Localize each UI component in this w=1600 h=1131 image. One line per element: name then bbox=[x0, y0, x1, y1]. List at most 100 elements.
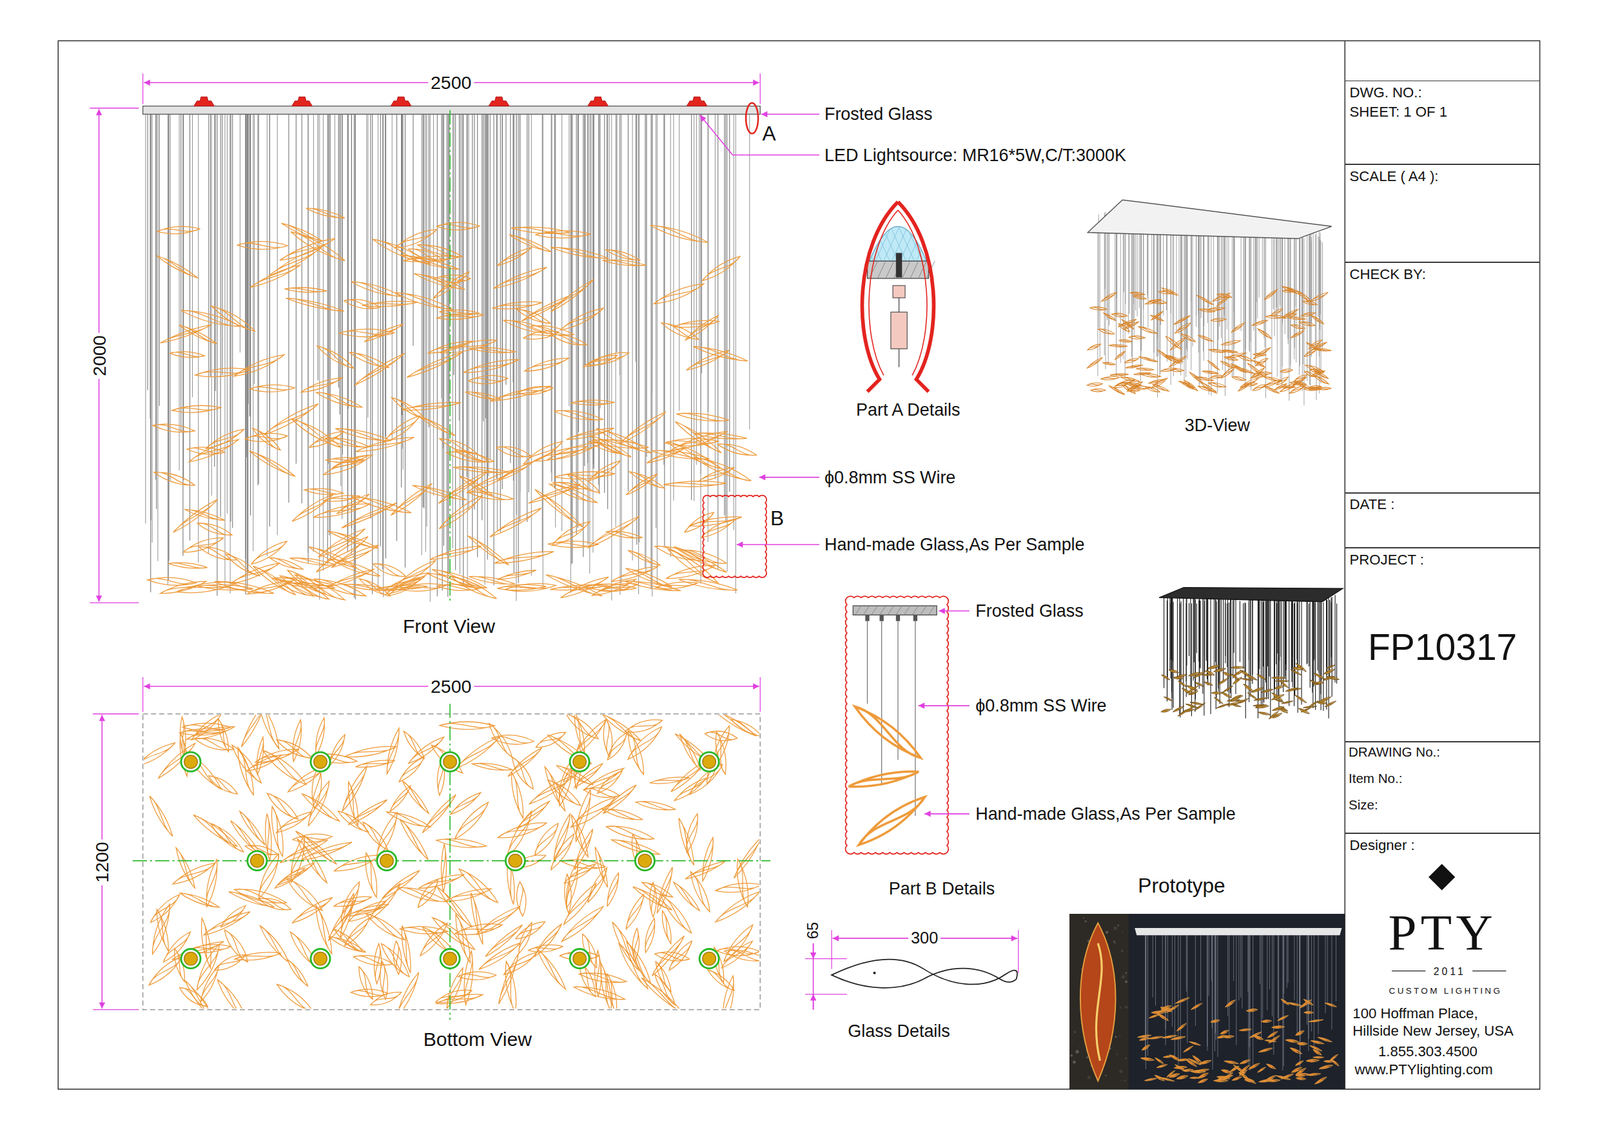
hand-made-glass-leaf bbox=[1295, 1059, 1305, 1067]
extension-line bbox=[760, 73, 761, 104]
hatch-line bbox=[928, 605, 935, 615]
ss-wire bbox=[1248, 229, 1250, 352]
hand-made-glass-leaf bbox=[1313, 1075, 1328, 1086]
hand-made-glass-leaf bbox=[1232, 1064, 1247, 1075]
ss-wire bbox=[1257, 233, 1258, 319]
ss-wire bbox=[384, 114, 386, 437]
hand-made-glass-leaf bbox=[439, 309, 479, 316]
hand-made-glass-leaf bbox=[1173, 676, 1184, 681]
texture-dot bbox=[1114, 1035, 1117, 1038]
hand-made-glass-leaf bbox=[1251, 319, 1269, 327]
hand-made-glass-leaf bbox=[1266, 1063, 1277, 1071]
hand-made-glass-leaf bbox=[595, 768, 625, 797]
cell-value: SHEET: 1 OF 1 bbox=[1349, 103, 1448, 120]
hand-made-glass-leaf bbox=[1148, 378, 1165, 385]
ss-wire bbox=[1306, 229, 1308, 381]
hand-made-glass-leaf bbox=[578, 970, 627, 986]
callout-text: LED Lightsource: MR16*5W,C/T:3000K bbox=[824, 145, 1127, 166]
hand-made-glass-leaf bbox=[496, 952, 521, 1006]
ss-wire bbox=[1298, 228, 1300, 375]
hand-made-glass-leaf bbox=[533, 728, 568, 752]
ss-wire bbox=[466, 114, 468, 478]
hand-made-glass-leaf bbox=[1135, 367, 1154, 371]
hand-made-glass-leaf bbox=[1303, 347, 1318, 359]
hand-made-glass-leaf bbox=[1197, 1078, 1209, 1085]
hand-made-glass-leaf bbox=[1257, 711, 1271, 717]
hand-made-glass-leaf bbox=[507, 771, 527, 820]
hand-made-glass-leaf bbox=[692, 453, 753, 485]
detail-b-marker bbox=[702, 495, 767, 578]
ss-wire bbox=[1315, 598, 1316, 710]
hatch-line bbox=[885, 261, 895, 279]
ss-wire bbox=[1135, 227, 1136, 311]
hand-made-glass-leaf bbox=[249, 384, 295, 393]
ss-wire bbox=[246, 114, 248, 590]
hand-made-glass-leaf bbox=[1306, 1072, 1321, 1077]
ss-wire bbox=[1197, 226, 1199, 314]
ss-wire bbox=[1295, 232, 1297, 307]
ss-wire bbox=[1242, 603, 1244, 670]
hatch-line bbox=[877, 261, 886, 279]
hand-made-glass-leaf bbox=[237, 809, 267, 847]
hand-made-glass-leaf bbox=[1289, 1046, 1303, 1056]
hand-made-glass-leaf bbox=[468, 346, 516, 354]
hand-made-glass-leaf bbox=[289, 555, 336, 568]
hand-made-glass-leaf bbox=[303, 487, 343, 497]
hand-made-glass-leaf bbox=[1108, 384, 1126, 396]
hand-made-glass-leaf bbox=[507, 232, 552, 254]
extension-line bbox=[805, 994, 848, 995]
hand-made-glass-leaf bbox=[1253, 696, 1269, 702]
ss-wire bbox=[502, 114, 503, 490]
ss-wire bbox=[619, 114, 621, 596]
ss-wire bbox=[707, 114, 709, 543]
lamp-ring bbox=[699, 949, 719, 969]
ss-wire bbox=[1266, 935, 1268, 1011]
ss-wire bbox=[914, 621, 916, 817]
ss-wire bbox=[382, 114, 383, 570]
hand-made-glass-leaf bbox=[488, 505, 543, 540]
ss-wire bbox=[1307, 594, 1308, 664]
hand-made-glass-leaf bbox=[1239, 697, 1249, 704]
ss-wire bbox=[1249, 597, 1251, 680]
plate-outline bbox=[143, 714, 761, 1011]
ss-wire bbox=[1206, 595, 1207, 661]
hand-made-glass-leaf bbox=[1158, 290, 1174, 295]
hatch-line bbox=[932, 194, 964, 262]
ss-wire bbox=[1262, 602, 1264, 668]
ss-wire bbox=[150, 114, 151, 593]
hand-made-glass-leaf bbox=[527, 773, 575, 808]
detail-letter: B bbox=[770, 506, 784, 530]
hand-made-glass-leaf bbox=[350, 279, 402, 300]
ss-wire bbox=[493, 114, 494, 586]
ss-wire bbox=[1309, 230, 1310, 385]
ss-wire bbox=[1320, 601, 1322, 711]
hand-made-glass-leaf bbox=[615, 941, 652, 992]
ss-wire bbox=[482, 114, 484, 422]
ss-wire bbox=[1153, 216, 1155, 353]
hand-made-glass-leaf bbox=[1186, 685, 1199, 695]
hand-made-glass-leaf bbox=[642, 917, 658, 955]
hand-made-glass-leaf bbox=[438, 435, 479, 458]
hand-made-glass-leaf bbox=[1197, 1072, 1209, 1080]
detail-outline bbox=[845, 596, 949, 855]
hand-made-glass-leaf bbox=[1220, 339, 1241, 347]
ss-wire bbox=[257, 114, 259, 486]
hatch-line bbox=[903, 605, 910, 615]
ss-wire bbox=[1265, 230, 1267, 398]
ss-wire bbox=[1104, 212, 1105, 356]
hand-made-glass-leaf bbox=[1282, 312, 1297, 320]
hand-made-glass-leaf bbox=[355, 434, 416, 456]
hand-made-glass-leaf bbox=[278, 235, 337, 264]
ss-wire bbox=[693, 114, 695, 501]
extension-line bbox=[89, 107, 139, 109]
hand-made-glass-leaf bbox=[1132, 294, 1147, 301]
ss-wire bbox=[513, 114, 515, 574]
ss-wire bbox=[1262, 935, 1263, 1020]
hand-made-glass-leaf bbox=[1125, 364, 1143, 370]
ss-wire bbox=[1285, 595, 1287, 683]
ss-wire bbox=[1215, 935, 1217, 1040]
ss-wire bbox=[1165, 935, 1167, 1046]
hand-made-glass-leaf bbox=[448, 790, 483, 817]
ss-wire bbox=[627, 114, 629, 492]
ss-wire bbox=[1177, 935, 1179, 1065]
